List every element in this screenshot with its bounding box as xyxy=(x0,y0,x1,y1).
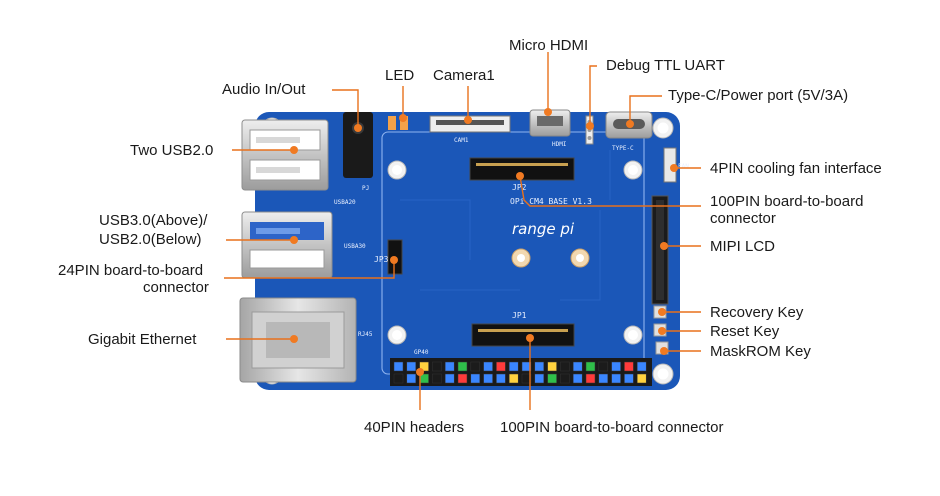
gpio-pin xyxy=(521,361,532,372)
silk-typec: TYPE-C xyxy=(612,145,634,152)
gpio-pin xyxy=(393,373,404,384)
gpio-pin xyxy=(624,361,634,372)
silk-cam1: CAM1 xyxy=(454,137,469,144)
label-40pin: 40PIN headers xyxy=(364,419,464,436)
label-mipi: MIPI LCD xyxy=(710,238,775,255)
label-maskrom: MaskROM Key xyxy=(710,343,811,360)
jp1-pins xyxy=(478,329,568,332)
gpio-pin xyxy=(444,361,455,372)
usb2-port xyxy=(241,119,329,191)
jp2-pins xyxy=(476,163,568,166)
silk-fan: FAN xyxy=(678,163,689,170)
label-b2b-24-line2: connector xyxy=(143,279,209,296)
b2b-connector-jp1 xyxy=(471,323,575,347)
gpio-pin xyxy=(636,373,647,384)
pcb-board xyxy=(255,112,680,390)
gpio-pin xyxy=(636,361,647,372)
gpio-pin xyxy=(560,373,570,384)
gpio-pin xyxy=(547,361,557,372)
gpio-pin xyxy=(483,373,493,384)
gpio-pin xyxy=(393,361,404,372)
label-usb3-line2: USB2.0(Below) xyxy=(99,231,202,248)
usb3-port xyxy=(241,211,333,279)
gpio-pin xyxy=(534,361,545,372)
mipi-lcd-slot xyxy=(656,200,664,300)
callout-leaders xyxy=(224,52,701,410)
gpio-pin xyxy=(406,373,417,384)
gpio-pin xyxy=(611,361,621,372)
silk-usb30: USBA30 xyxy=(344,243,366,250)
gpio-pin xyxy=(432,361,442,372)
gpio-pin xyxy=(598,373,609,384)
silk-jp3: JP3 xyxy=(374,255,389,264)
gpio-pin xyxy=(470,373,481,384)
label-usb3-line1: USB3.0(Above)/ xyxy=(99,212,208,229)
micro-hdmi-opening xyxy=(537,116,563,126)
label-camera1: Camera1 xyxy=(433,67,495,84)
label-ethernet: Gigabit Ethernet xyxy=(88,331,197,348)
gpio-pin xyxy=(598,361,609,372)
label-led: LED xyxy=(385,67,414,84)
rj45-port xyxy=(239,297,357,383)
label-reset: Reset Key xyxy=(710,323,780,340)
gpio-pin xyxy=(457,373,468,384)
silk-jp2: JP2 xyxy=(512,183,527,192)
label-two-usb: Two USB2.0 xyxy=(130,142,213,159)
label-micro-hdmi: Micro HDMI xyxy=(509,37,588,54)
silk-hdmi: HDMI xyxy=(552,141,567,148)
pcb-traces xyxy=(400,150,611,301)
label-b2b-24-line1: 24PIN board-to-board xyxy=(58,262,203,279)
gpio-pin xyxy=(572,373,583,384)
gpio-pin xyxy=(611,373,621,384)
gpio-pin xyxy=(624,373,634,384)
silk-pj: PJ xyxy=(362,185,369,192)
gpio-pin xyxy=(508,361,519,372)
silk-rj45: RJ45 xyxy=(358,331,373,338)
label-debug-uart: Debug TTL UART xyxy=(606,57,725,74)
gpio-header xyxy=(390,358,652,386)
gpio-pin xyxy=(585,361,596,372)
label-b2b-100-top-line1: 100PIN board-to-board xyxy=(710,193,863,210)
gpio-pin xyxy=(432,373,442,384)
gpio-pins xyxy=(393,361,647,384)
gpio-pin xyxy=(419,361,429,372)
gpio-pin xyxy=(521,373,532,384)
gpio-pin xyxy=(444,373,455,384)
silk-jp1: JP1 xyxy=(512,311,527,320)
label-fan: 4PIN cooling fan interface xyxy=(710,160,882,177)
silk-board-name: OPi CM4 BASE V1.3 xyxy=(510,197,592,206)
silk-gp40: GP40 xyxy=(414,349,429,356)
gpio-pin xyxy=(457,361,468,372)
gpio-pin xyxy=(572,361,583,372)
gpio-pin xyxy=(508,373,519,384)
status-leds xyxy=(388,116,408,130)
silk-brand: range pi xyxy=(512,220,575,238)
silk-usb20: USBA20 xyxy=(334,199,356,206)
label-audio: Audio In/Out xyxy=(222,81,306,98)
gpio-pin xyxy=(483,361,493,372)
label-typec: Type-C/Power port (5V/3A) xyxy=(668,87,848,104)
gpio-pin xyxy=(406,361,417,372)
label-b2b-100-bottom: 100PIN board-to-board connector xyxy=(500,419,723,436)
gpio-pin xyxy=(496,361,506,372)
label-b2b-100-top-line2: connector xyxy=(710,210,776,227)
label-recovery: Recovery Key xyxy=(710,304,804,321)
gpio-pin xyxy=(560,361,570,372)
gpio-pin xyxy=(585,373,596,384)
gpio-pin xyxy=(534,373,545,384)
gpio-pin xyxy=(496,373,506,384)
gpio-pin xyxy=(470,361,481,372)
gpio-pin xyxy=(547,373,557,384)
